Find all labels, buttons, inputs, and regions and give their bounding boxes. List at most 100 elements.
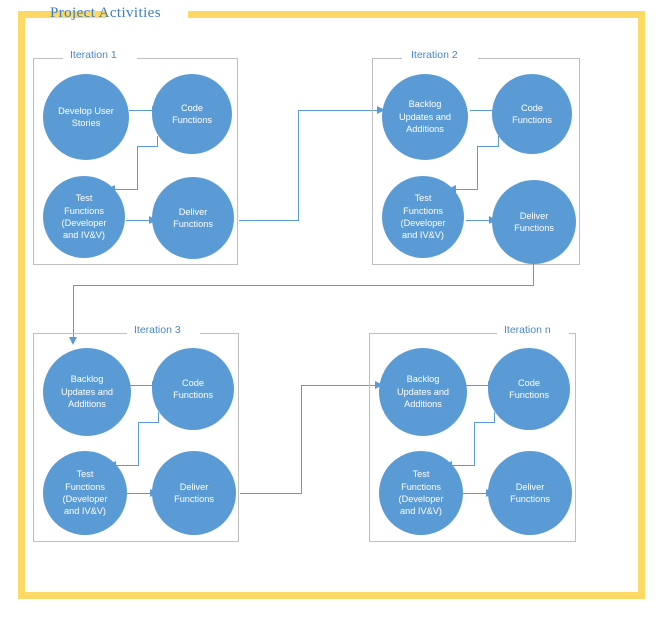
connector-code-to-test-it1-d	[115, 189, 138, 190]
node-label: Deliver Functions	[514, 210, 554, 233]
connector-code-to-test-itn-a	[494, 412, 495, 423]
group-border-top-right-seg	[200, 333, 239, 334]
group-border-top-right-seg	[569, 333, 576, 334]
connector-it1-to-it2-b	[298, 110, 299, 221]
group-label-iteration-n: Iteration n	[499, 324, 556, 337]
node-label: Code Functions	[173, 377, 213, 400]
node-label: Backlog Updates and Additions	[60, 374, 114, 410]
node-label: Code Functions	[509, 377, 549, 400]
page-title: Project Activities	[50, 5, 161, 21]
connector-code-to-test-it1-b	[137, 146, 158, 147]
group-border-bottom	[369, 541, 576, 542]
node-label: Code Functions	[172, 102, 212, 125]
node-label: Backlog Updates and Additions	[396, 374, 450, 410]
connector-it2-to-it3-b	[73, 285, 534, 286]
arrowhead-code-to-test-it3	[108, 461, 116, 469]
connector-test-to-deliver-it3	[127, 493, 151, 494]
connector-code-to-test-it2-a	[498, 136, 499, 147]
group-border-top-left-seg	[33, 333, 127, 334]
connector-test-to-deliver-it2	[466, 220, 490, 221]
node-backlog-updates-and-additions[interactable]: Backlog Updates and Additions	[382, 74, 468, 160]
connector-code-to-test-it3-a	[158, 412, 159, 423]
node-code-functions[interactable]: Code Functions	[152, 74, 232, 154]
group-border-right	[237, 58, 238, 265]
group-iteration-3: Iteration 3 Backlog Updates and Addition…	[33, 324, 239, 542]
connector-code-to-test-itn-c	[474, 422, 475, 465]
group-border-top-right-seg	[478, 58, 580, 59]
group-border-top-left-seg	[372, 58, 402, 59]
node-code-functions[interactable]: Code Functions	[152, 348, 234, 430]
node-label: Deliver Functions	[174, 481, 214, 504]
group-border-right	[575, 333, 576, 542]
connector-backlog-to-code-itn	[466, 385, 489, 386]
node-code-functions[interactable]: Code Functions	[492, 74, 572, 154]
connector-code-to-test-itn-d	[452, 465, 475, 466]
node-label: Develop User Stories	[58, 105, 114, 128]
group-border-bottom	[33, 264, 238, 265]
group-iteration-2: Iteration 2 Backlog Updates and Addition…	[372, 49, 580, 265]
frame-border-bottom	[18, 592, 645, 599]
connector-test-to-deliver-itn	[463, 493, 487, 494]
group-border-right	[579, 58, 580, 265]
group-border-bottom	[372, 264, 580, 265]
group-border-right	[238, 333, 239, 542]
arrowhead-test-to-deliver-it2	[489, 216, 497, 224]
node-label: Code Functions	[512, 102, 552, 125]
node-deliver-functions[interactable]: Deliver Functions	[152, 177, 234, 259]
connector-it2-to-it3-a	[533, 258, 534, 285]
node-label: Test Functions (Developer and IV&V)	[398, 469, 444, 517]
arrowhead-backlog-to-code-it2	[493, 106, 501, 114]
frame-border-top-left	[18, 11, 106, 18]
node-deliver-functions[interactable]: Deliver Functions	[492, 180, 576, 264]
connector-code-to-test-it1-a	[157, 136, 158, 147]
node-label: Deliver Functions	[173, 206, 213, 229]
group-iteration-n: Iteration n Backlog Updates and Addition…	[369, 324, 576, 542]
connector-backlog-to-code-it2	[470, 110, 494, 111]
node-deliver-functions[interactable]: Deliver Functions	[152, 451, 236, 535]
group-border-left	[33, 333, 34, 542]
connector-code-to-test-it2-b	[477, 146, 499, 147]
group-label-iteration-2: Iteration 2	[406, 49, 463, 62]
group-label-iteration-1: Iteration 1	[65, 49, 122, 62]
group-border-left	[369, 333, 370, 542]
frame-border-top-right	[188, 11, 645, 18]
node-develop-user-stories[interactable]: Develop User Stories	[43, 74, 129, 160]
arrowhead-code-to-test-itn	[444, 461, 452, 469]
group-border-top-right-seg	[137, 58, 238, 59]
group-border-top-left-seg	[369, 333, 497, 334]
connector-it3-to-itn-c	[301, 385, 376, 386]
node-backlog-updates-and-additions[interactable]: Backlog Updates and Additions	[43, 348, 131, 436]
connector-it3-to-itn-b	[301, 385, 302, 494]
frame-border-right	[638, 11, 645, 599]
arrowhead-develop-to-code-it1	[152, 106, 160, 114]
node-label: Test Functions (Developer and IV&V)	[62, 469, 108, 517]
arrowhead-code-to-test-it1	[107, 185, 115, 193]
node-backlog-updates-and-additions[interactable]: Backlog Updates and Additions	[379, 348, 467, 436]
arrowhead-backlog-to-code-it3	[152, 381, 160, 389]
connector-code-to-test-it3-c	[138, 422, 139, 465]
arrowhead-backlog-to-code-itn	[488, 381, 496, 389]
connector-code-to-test-it2-c	[477, 146, 478, 189]
group-border-left	[372, 58, 373, 265]
arrowhead-it1-to-it2	[377, 106, 385, 114]
arrowhead-test-to-deliver-itn	[486, 489, 494, 497]
node-label: Deliver Functions	[510, 481, 550, 504]
node-deliver-functions[interactable]: Deliver Functions	[488, 451, 572, 535]
group-border-left	[33, 58, 34, 265]
connector-it3-to-itn-a	[240, 493, 302, 494]
connector-it2-to-it3-c	[73, 285, 74, 339]
connector-code-to-test-it2-d	[456, 189, 478, 190]
node-code-functions[interactable]: Code Functions	[488, 348, 570, 430]
connector-code-to-test-it3-b	[138, 422, 159, 423]
node-label: Test Functions (Developer and IV&V)	[400, 193, 446, 241]
connector-it1-to-it2-a	[239, 220, 299, 221]
arrowhead-it2-to-it3	[69, 337, 77, 345]
node-label: Backlog Updates and Additions	[398, 99, 452, 135]
arrowhead-test-to-deliver-it3	[150, 489, 158, 497]
connector-code-to-test-itn-b	[474, 422, 495, 423]
arrowhead-code-to-test-it2	[448, 185, 456, 193]
connector-code-to-test-it3-d	[116, 465, 139, 466]
group-label-iteration-3: Iteration 3	[129, 324, 186, 337]
connector-test-to-deliver-it1	[126, 220, 150, 221]
